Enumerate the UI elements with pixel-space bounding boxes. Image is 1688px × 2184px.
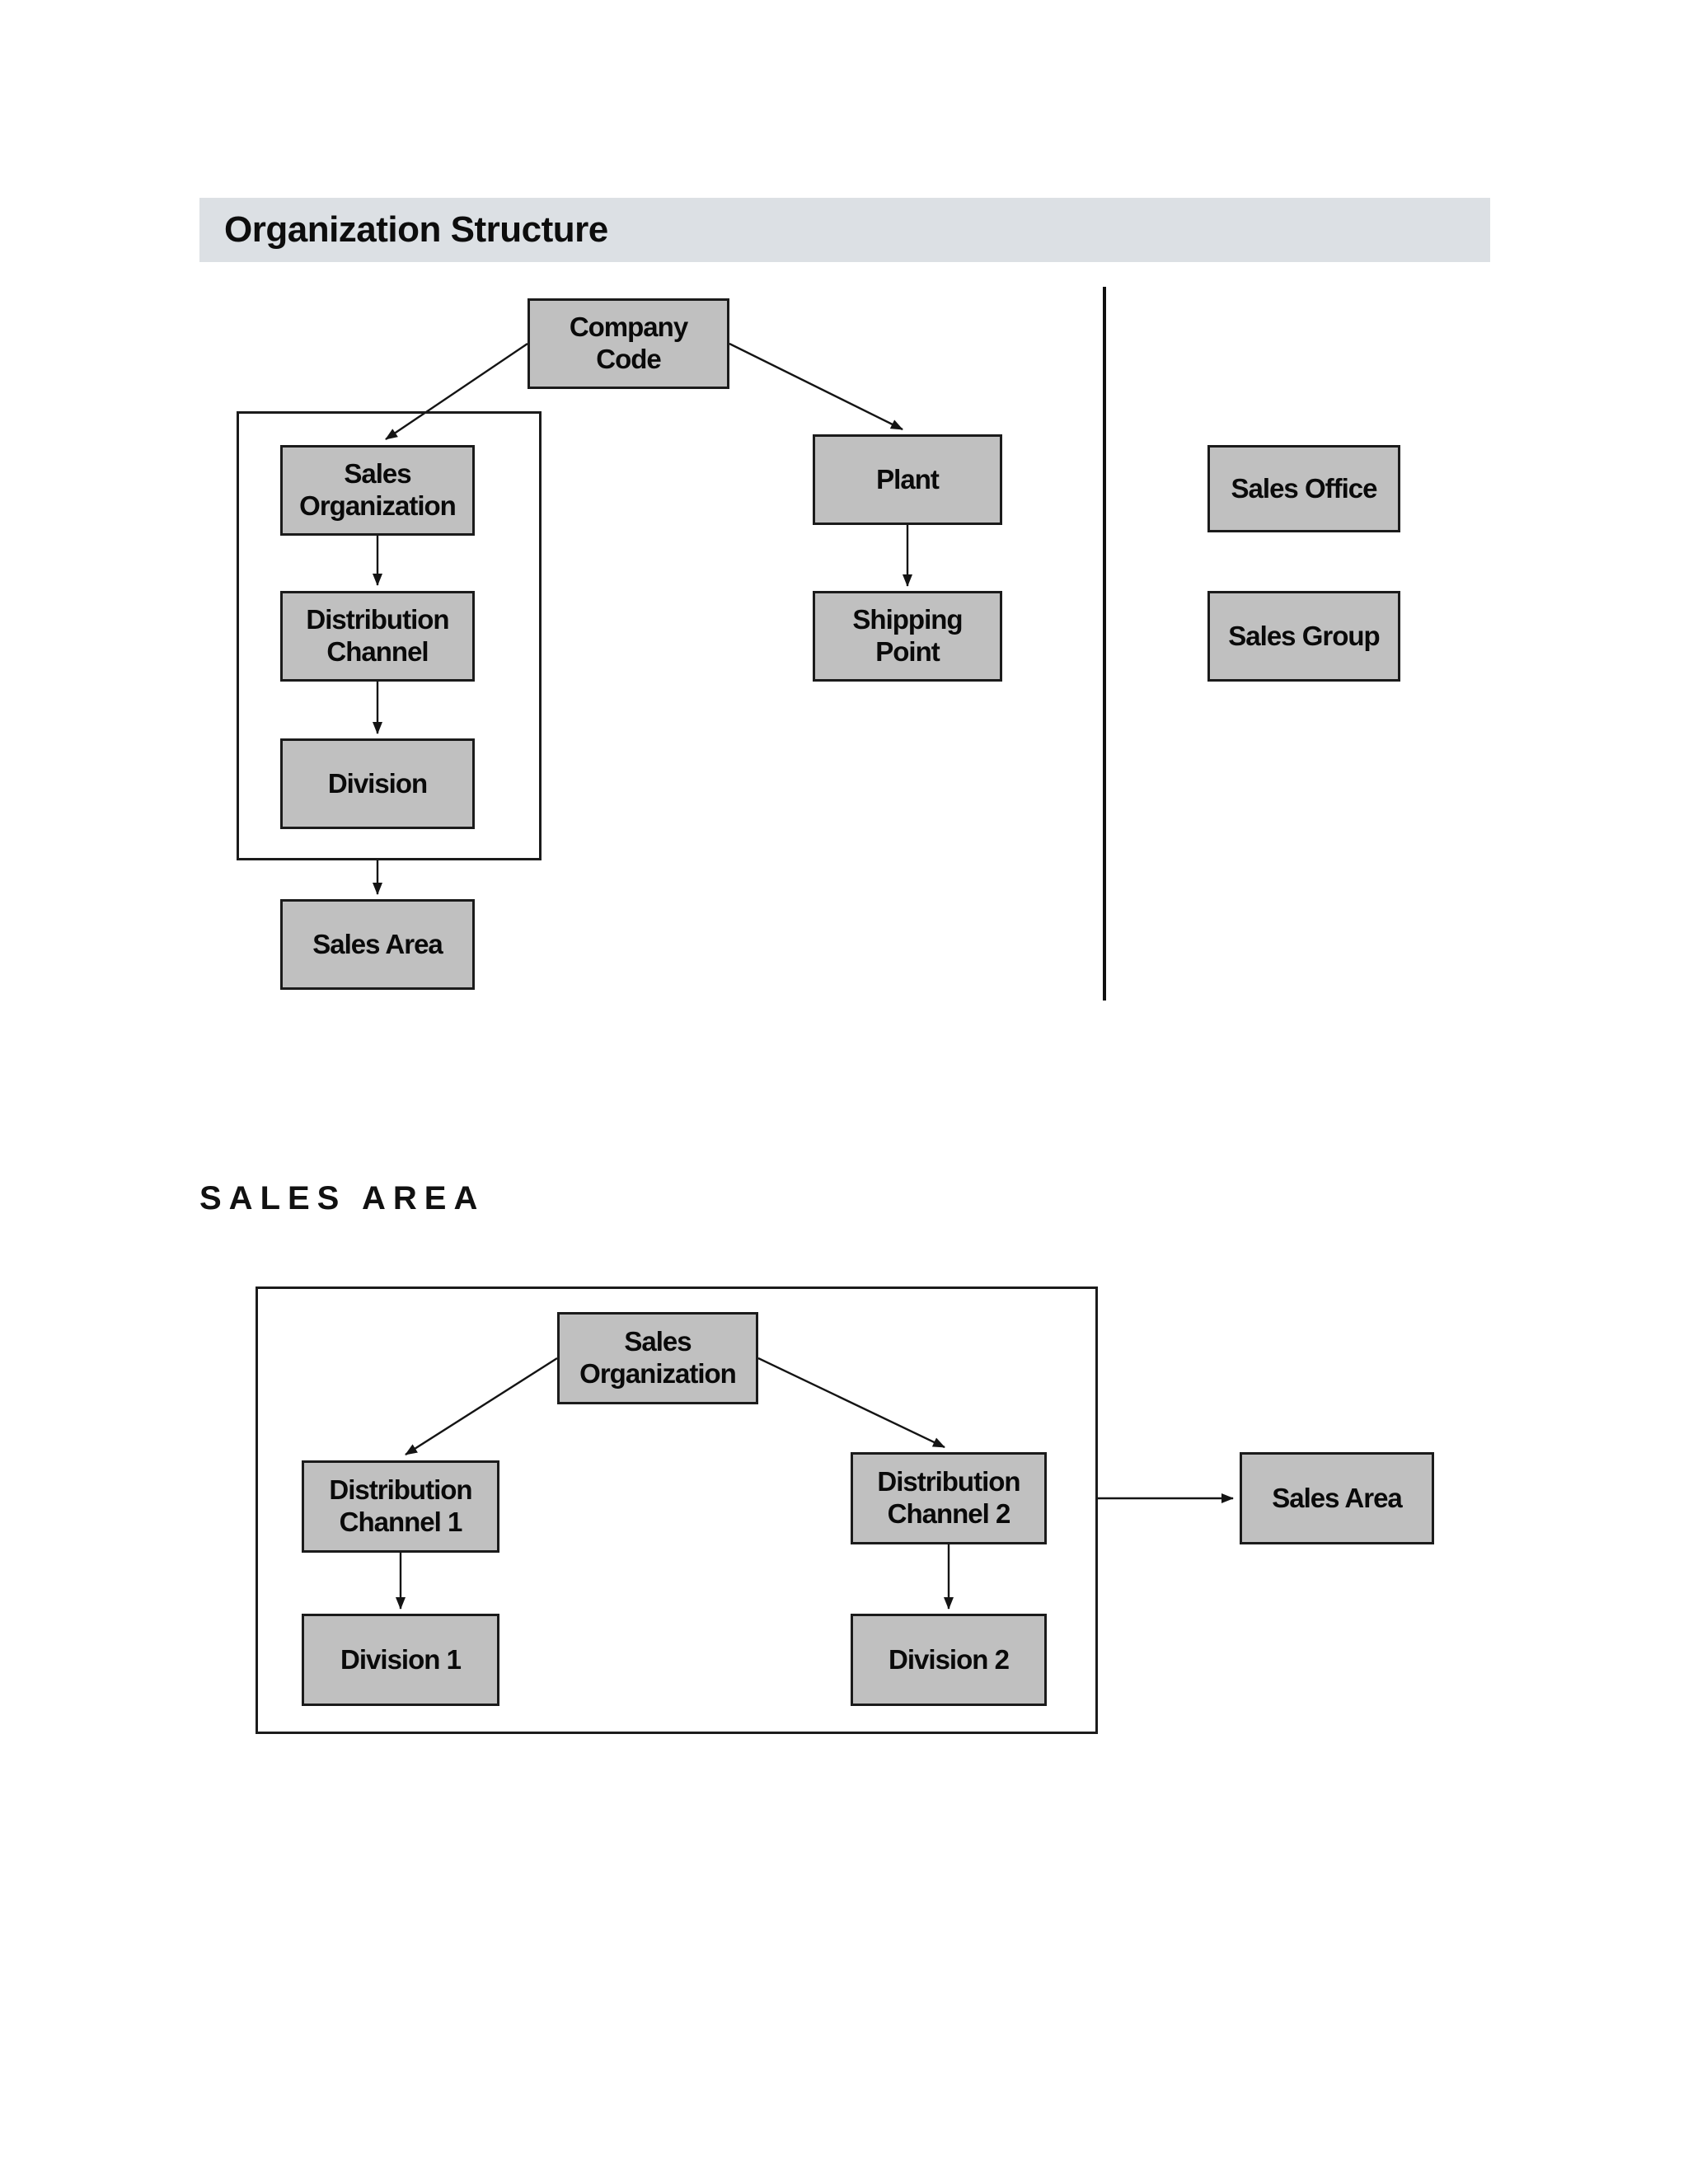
node-plant: Plant [813, 434, 1002, 525]
node-sales-group: Sales Group [1207, 591, 1400, 682]
node-sales-organization: Sales Organization [280, 445, 475, 536]
node-division-1: Division 1 [302, 1614, 499, 1706]
node-sales-office: Sales Office [1207, 445, 1400, 532]
node-distribution-channel-1: Distribution Channel 1 [302, 1460, 499, 1553]
sales-area-diagram-rect [256, 1286, 1098, 1734]
vertical-divider-line [1103, 287, 1106, 1001]
sales-area-heading: SALES AREA [199, 1180, 485, 1216]
node-division: Division [280, 738, 475, 829]
page-title: Organization Structure [224, 209, 608, 250]
node-distribution-channel: Distribution Channel [280, 591, 475, 682]
node-division-2: Division 2 [851, 1614, 1047, 1706]
node-sales-area-2: Sales Area [1240, 1452, 1434, 1544]
title-bar: Organization Structure [199, 198, 1490, 262]
sales-area-grouping-rect [237, 411, 542, 860]
node-shipping-point: Shipping Point [813, 591, 1002, 682]
arrow-company-code-to-plant [729, 342, 903, 431]
node-company-code: Company Code [528, 298, 729, 389]
node-sales-organization-2: Sales Organization [557, 1312, 758, 1404]
node-sales-area: Sales Area [280, 899, 475, 990]
node-distribution-channel-2: Distribution Channel 2 [851, 1452, 1047, 1544]
